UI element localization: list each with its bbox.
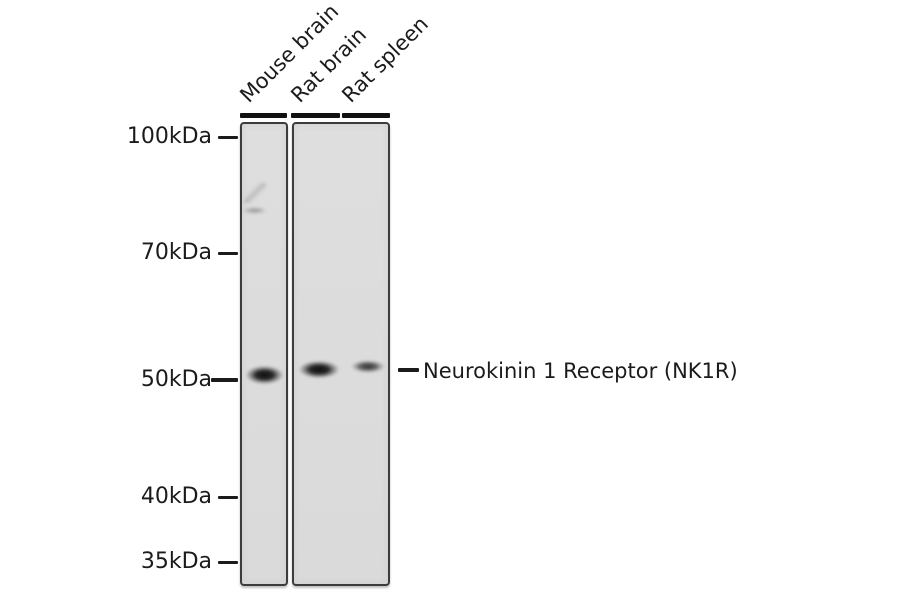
mw-tick-40kda [218, 496, 238, 499]
mw-label-50kda: 50kDa [140, 367, 212, 392]
lane1-faint-streak [244, 183, 266, 203]
mw-tick-100kda [218, 136, 238, 139]
band-rat-brain [295, 359, 343, 380]
gel-panel-lane1 [240, 122, 288, 586]
band-rat-spleen [348, 359, 388, 374]
mw-label-35kda: 35kDa [140, 549, 212, 574]
gel-panel-lanes2-3 [292, 122, 390, 586]
lane1-faint-smudge [242, 207, 270, 214]
lane-bar-rat-spleen [342, 113, 390, 118]
mw-tick-35kda [218, 561, 238, 564]
mw-tick-50kda [211, 378, 238, 382]
mw-label-100kda: 100kDa [126, 124, 212, 149]
annotation-tick [398, 368, 419, 372]
mw-tick-70kda [218, 252, 238, 255]
lane-bar-mouse-brain [240, 113, 287, 118]
annotation-label: Neurokinin 1 Receptor (NK1R) [423, 359, 738, 383]
lane-bar-rat-brain [291, 113, 340, 118]
mw-label-70kda: 70kDa [140, 240, 212, 265]
band-mouse-brain [242, 364, 287, 386]
mw-label-40kda: 40kDa [140, 484, 212, 509]
